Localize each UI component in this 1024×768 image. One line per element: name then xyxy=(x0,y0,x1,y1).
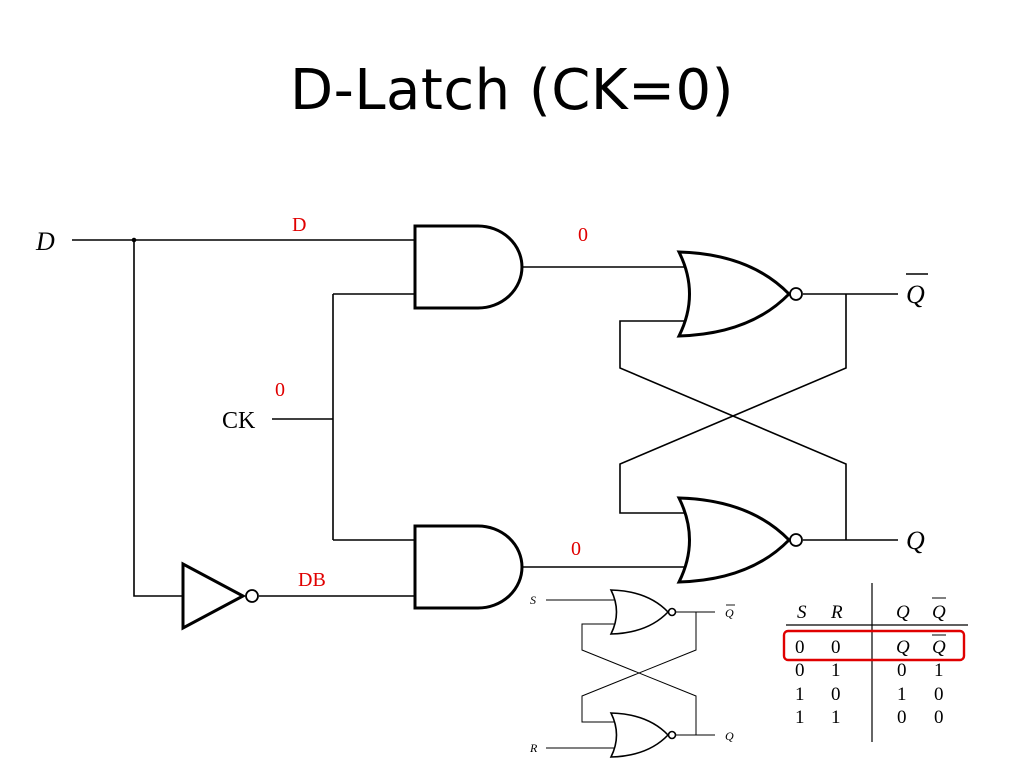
top-and-output-annotation: 0 xyxy=(578,224,588,246)
tt-header-q: Q xyxy=(896,602,910,623)
highlight-row-box xyxy=(782,629,966,662)
q-output-label: Q xyxy=(906,526,925,555)
tt-r3-qbar: 0 xyxy=(934,707,944,728)
and-gate-top xyxy=(413,224,524,310)
sr-qbar-label: Q xyxy=(725,606,734,620)
sr-nor-top-bubble xyxy=(667,607,677,617)
tt-r1-s: 0 xyxy=(795,660,805,681)
tt-r0-qbar: Q xyxy=(932,637,946,658)
feedback-wire-bottom xyxy=(619,294,847,514)
page-title: D-Latch (CK=0) xyxy=(290,58,734,123)
tt-r1-q: 0 xyxy=(897,660,907,681)
tt-r2-s: 1 xyxy=(795,684,805,705)
tt-r2-qbar: 0 xyxy=(934,684,944,705)
sr-nor-bottom-bubble xyxy=(667,730,677,740)
tt-r1-r: 1 xyxy=(831,660,841,681)
nor-bottom-bubble xyxy=(789,533,803,547)
tt-r3-q: 0 xyxy=(897,707,907,728)
tt-r3-s: 1 xyxy=(795,707,805,728)
d-input-label: D xyxy=(35,227,55,256)
sr-feedback-top xyxy=(581,623,697,735)
tt-r0-r: 0 xyxy=(831,637,841,658)
nor-top-bubble xyxy=(789,287,803,301)
truth-table: S R Q Q 0 0 Q Q 0 1 0 1 1 0 1 0 1 1 0 0 xyxy=(782,583,968,742)
sr-nor-gate-bottom xyxy=(609,712,670,758)
sr-q-label: Q xyxy=(725,729,734,743)
tt-r1-qbar: 1 xyxy=(934,660,944,681)
d-branch-wire xyxy=(133,240,183,597)
inverter-output-annotation: DB xyxy=(298,569,326,591)
inverter-gate xyxy=(181,561,247,631)
d-wire-annotation: D xyxy=(292,214,306,236)
tt-r2-q: 1 xyxy=(897,684,907,705)
feedback-wire-top xyxy=(619,320,847,540)
ck-value-annotation: 0 xyxy=(275,379,285,401)
tt-header-r: R xyxy=(830,602,843,623)
nor-gate-top xyxy=(676,250,792,338)
inverter-bubble xyxy=(245,589,259,603)
nor-gate-bottom xyxy=(676,496,792,584)
ck-branch-wire xyxy=(332,293,415,541)
sr-s-label: S xyxy=(530,593,536,607)
and-gate-bottom xyxy=(413,524,524,610)
tt-header-qbar: Q xyxy=(932,602,946,623)
tt-header-s: S xyxy=(797,602,807,623)
sr-r-label: R xyxy=(529,741,538,755)
sr-nor-gate-top xyxy=(609,589,670,635)
ck-input-label: CK xyxy=(222,408,256,434)
qbar-output-label: Q xyxy=(906,280,925,309)
tt-r2-r: 0 xyxy=(831,684,841,705)
bottom-and-output-annotation: 0 xyxy=(571,538,581,560)
tt-r3-r: 1 xyxy=(831,707,841,728)
tt-r0-q: Q xyxy=(896,637,910,658)
tt-r0-s: 0 xyxy=(795,637,805,658)
sr-feedback-bottom xyxy=(581,612,697,723)
